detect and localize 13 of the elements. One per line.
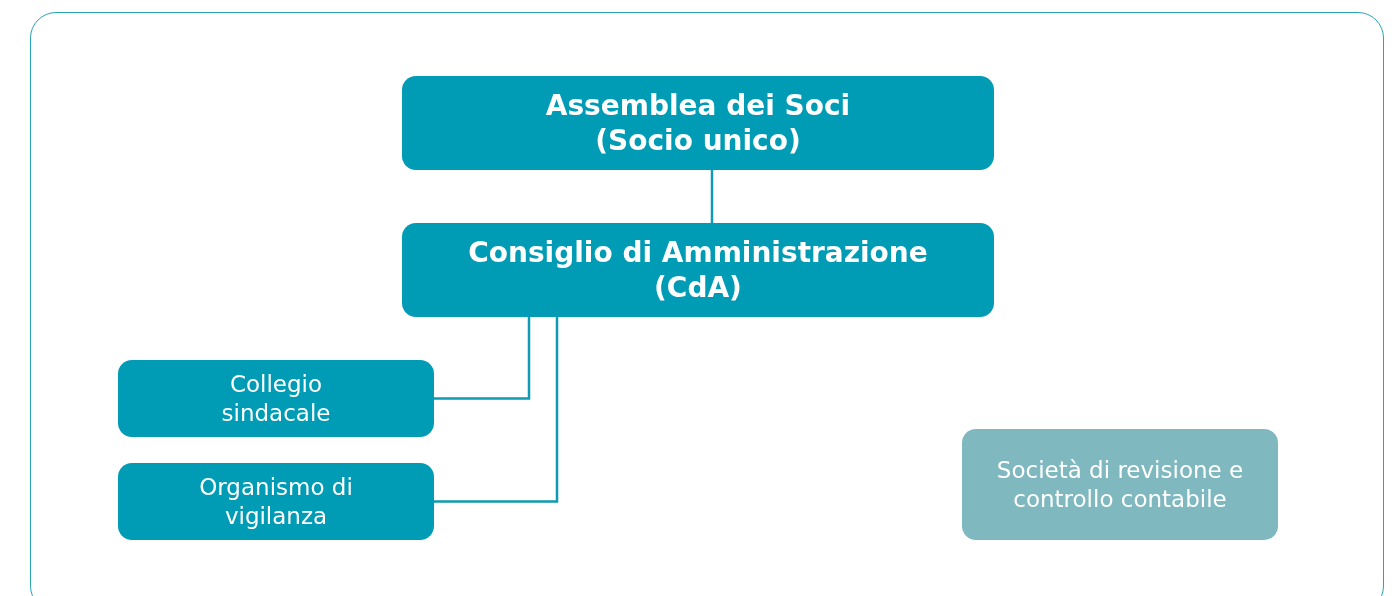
box-label: Organismo di vigilanza xyxy=(198,472,354,531)
org-box xyxy=(402,76,994,170)
org-box xyxy=(118,463,434,540)
connector-line xyxy=(710,170,714,223)
connector-line xyxy=(434,317,531,400)
box-label: Consiglio di Amministrazione (CdA) xyxy=(467,235,929,305)
org-box xyxy=(962,429,1278,540)
box-label: Assemblea dei Soci (Socio unico) xyxy=(544,88,852,158)
org-box xyxy=(118,360,434,437)
box-label: Collegio sindacale xyxy=(220,369,332,428)
box-label: Società di revisione e controllo contabile xyxy=(995,455,1245,514)
org-box xyxy=(402,223,994,317)
connector-line xyxy=(434,317,559,503)
